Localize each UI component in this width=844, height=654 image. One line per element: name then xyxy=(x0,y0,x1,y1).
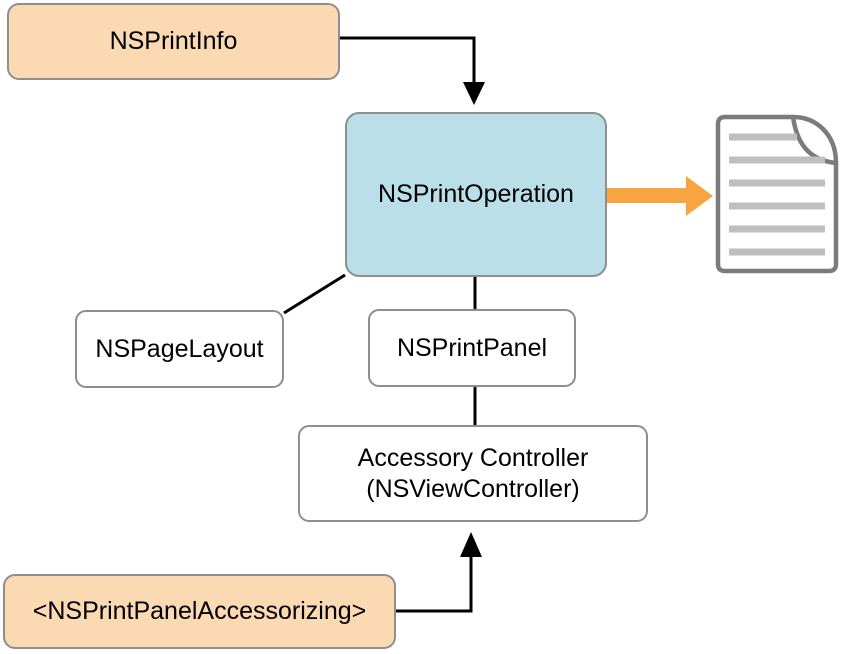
node-accessory-controller: Accessory Controller (NSViewController) xyxy=(298,425,648,522)
arrowhead-down-icon xyxy=(463,82,485,105)
edge-accessorizing-to-accessory xyxy=(396,532,482,613)
node-nsprintoperation-label: NSPrintOperation xyxy=(378,180,574,208)
node-nsprintinfo: NSPrintInfo xyxy=(7,3,340,80)
edge-printoperation-to-pagelayout xyxy=(283,273,346,315)
node-nsprintinfo-label: NSPrintInfo xyxy=(109,27,238,55)
node-nsprintpanel-label: NSPrintPanel xyxy=(396,333,548,362)
arrowhead-up-icon xyxy=(460,532,482,557)
node-nspagelayout: NSPageLayout xyxy=(75,310,284,388)
document-icon xyxy=(715,114,839,274)
node-accessory-controller-label-line1: Accessory Controller xyxy=(357,443,589,472)
node-nsprintoperation: NSPrintOperation xyxy=(345,112,607,277)
node-nspagelayout-label: NSPageLayout xyxy=(95,334,264,363)
node-nsprintpanel: NSPrintPanel xyxy=(368,309,576,387)
node-nsprintpanelaccessorizing: <NSPrintPanelAccessorizing> xyxy=(3,574,396,649)
node-accessory-controller-label-line2: (NSViewController) xyxy=(366,474,580,503)
output-arrow-icon xyxy=(607,176,713,216)
node-nsprintpanelaccessorizing-label: <NSPrintPanelAccessorizing> xyxy=(32,597,367,625)
edge-printinfo-to-printoperation xyxy=(340,36,485,105)
